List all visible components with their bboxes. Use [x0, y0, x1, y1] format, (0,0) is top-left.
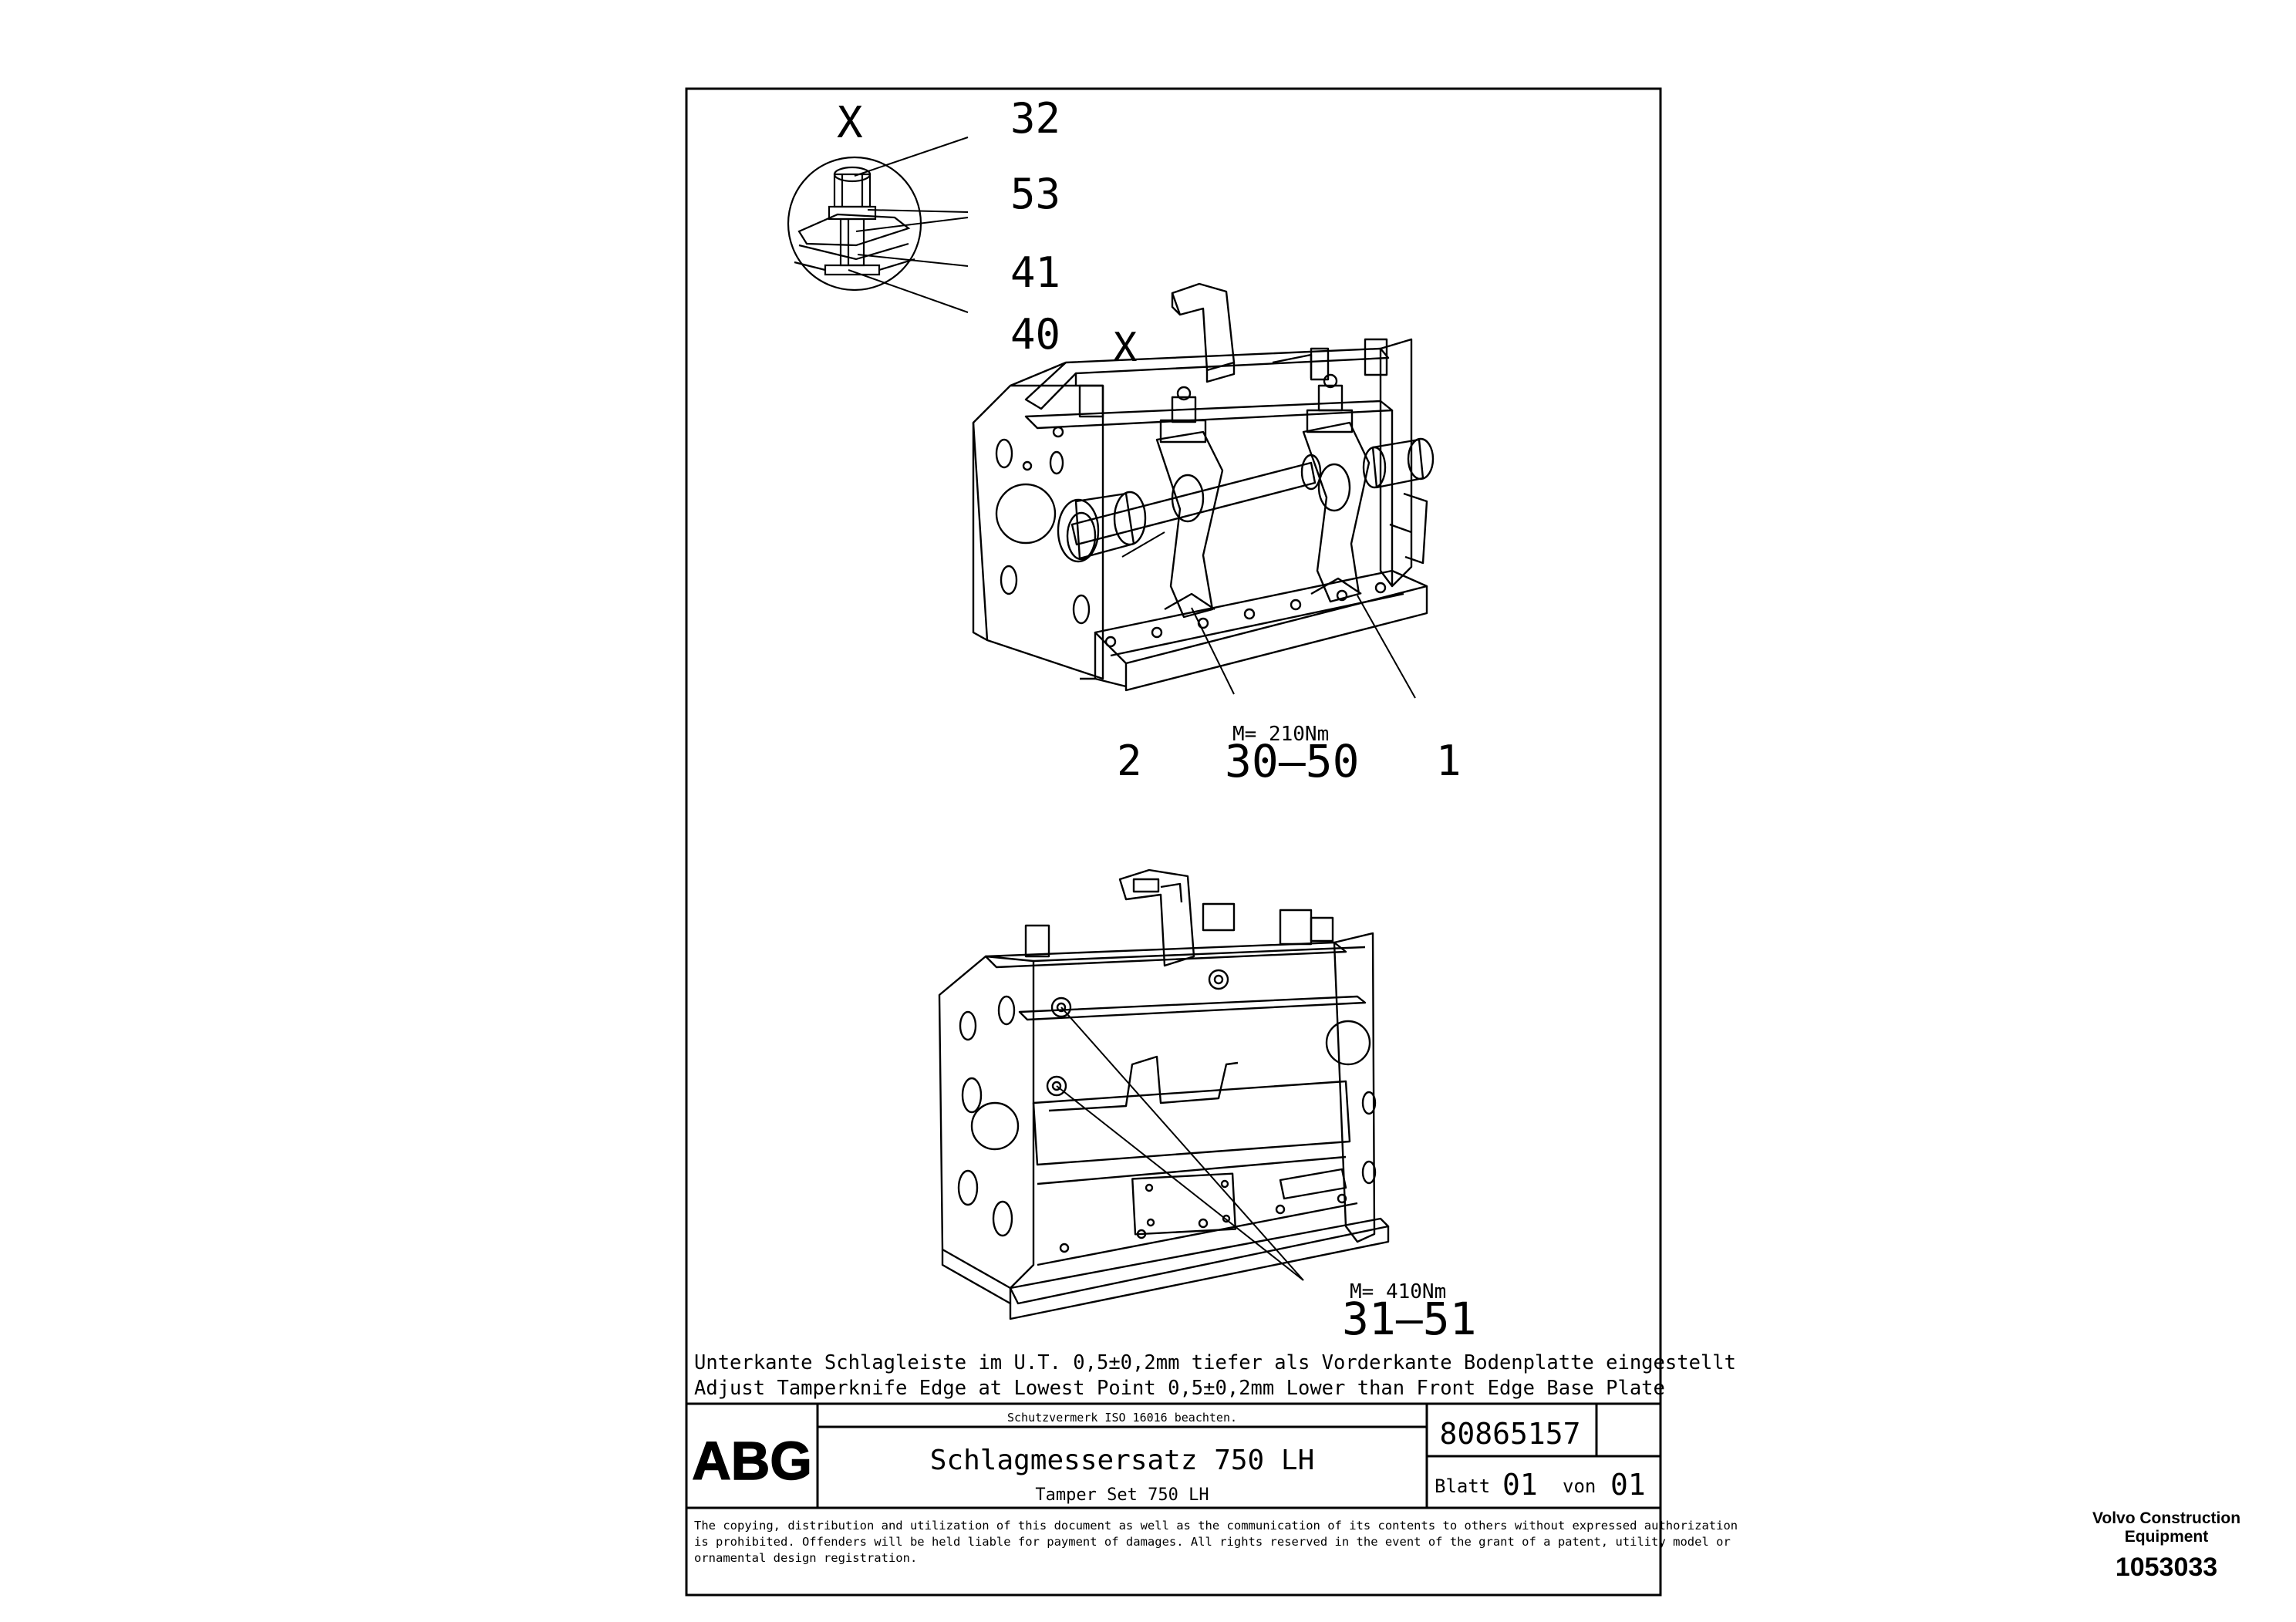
title-block	[686, 1402, 1660, 1509]
copyright-line-1: The copying, distribution and utilizatio…	[694, 1519, 1738, 1533]
detail-x-mark: X	[837, 98, 863, 148]
torque-label-a: M= 210Nm	[1232, 723, 1329, 746]
drawing-title-en: Tamper Set 750 LH	[1035, 1485, 1209, 1505]
callout-41: 41	[1010, 248, 1060, 297]
callout-1: 1	[1436, 737, 1462, 785]
callout-2: 2	[1117, 737, 1142, 785]
callout-53: 53	[1010, 170, 1060, 218]
company-name-line-2: Equipment	[2124, 1528, 2209, 1546]
sheet-total: 01	[1610, 1468, 1646, 1502]
callout-range-31-51: 31—51	[1342, 1293, 1477, 1345]
view-x-mark: X	[1113, 325, 1137, 371]
callout-range-30-50: 30—50	[1225, 735, 1360, 787]
bottom-view-leaders	[1056, 1007, 1304, 1281]
footer-caption: Volvo Construction Equipment 1053033	[2074, 1509, 2259, 1585]
copyright-line-3: ornamental design registration.	[694, 1551, 917, 1565]
callout-40: 40	[1010, 310, 1060, 359]
drawing-frame	[685, 87, 1662, 1597]
of-label: von	[1563, 1475, 1596, 1497]
protection-note: Schutzvermerk ISO 16016 beachten.	[1007, 1411, 1237, 1425]
company-name-line-1: Volvo Construction	[2092, 1509, 2241, 1527]
note-german: Unterkante Schlagleiste im U.T. 0,5±0,2m…	[694, 1351, 1736, 1374]
image-number: 1053033	[2115, 1553, 2218, 1582]
sheet-number: 01	[1502, 1468, 1538, 1502]
top-view-leaders	[1121, 531, 1416, 699]
note-english: Adjust Tamperknife Edge at Lowest Point …	[694, 1377, 1665, 1400]
tamper-assembly-bottom-view	[938, 868, 1390, 1320]
tamper-assembly-top-view	[972, 282, 1435, 692]
callout-32: 32	[1010, 94, 1060, 143]
drawing-title-de: Schlagmessersatz 750 LH	[930, 1445, 1315, 1476]
torque-label-b: M= 410Nm	[1350, 1280, 1446, 1303]
copyright-line-2: is prohibited. Offenders will be held li…	[694, 1535, 1731, 1549]
detail-x-illustration	[787, 156, 922, 292]
abg-logo: ABG	[692, 1431, 812, 1491]
detail-x-leaders	[848, 137, 969, 313]
part-number: 80865157	[1439, 1417, 1580, 1451]
sheet-label: Blatt	[1435, 1475, 1490, 1497]
